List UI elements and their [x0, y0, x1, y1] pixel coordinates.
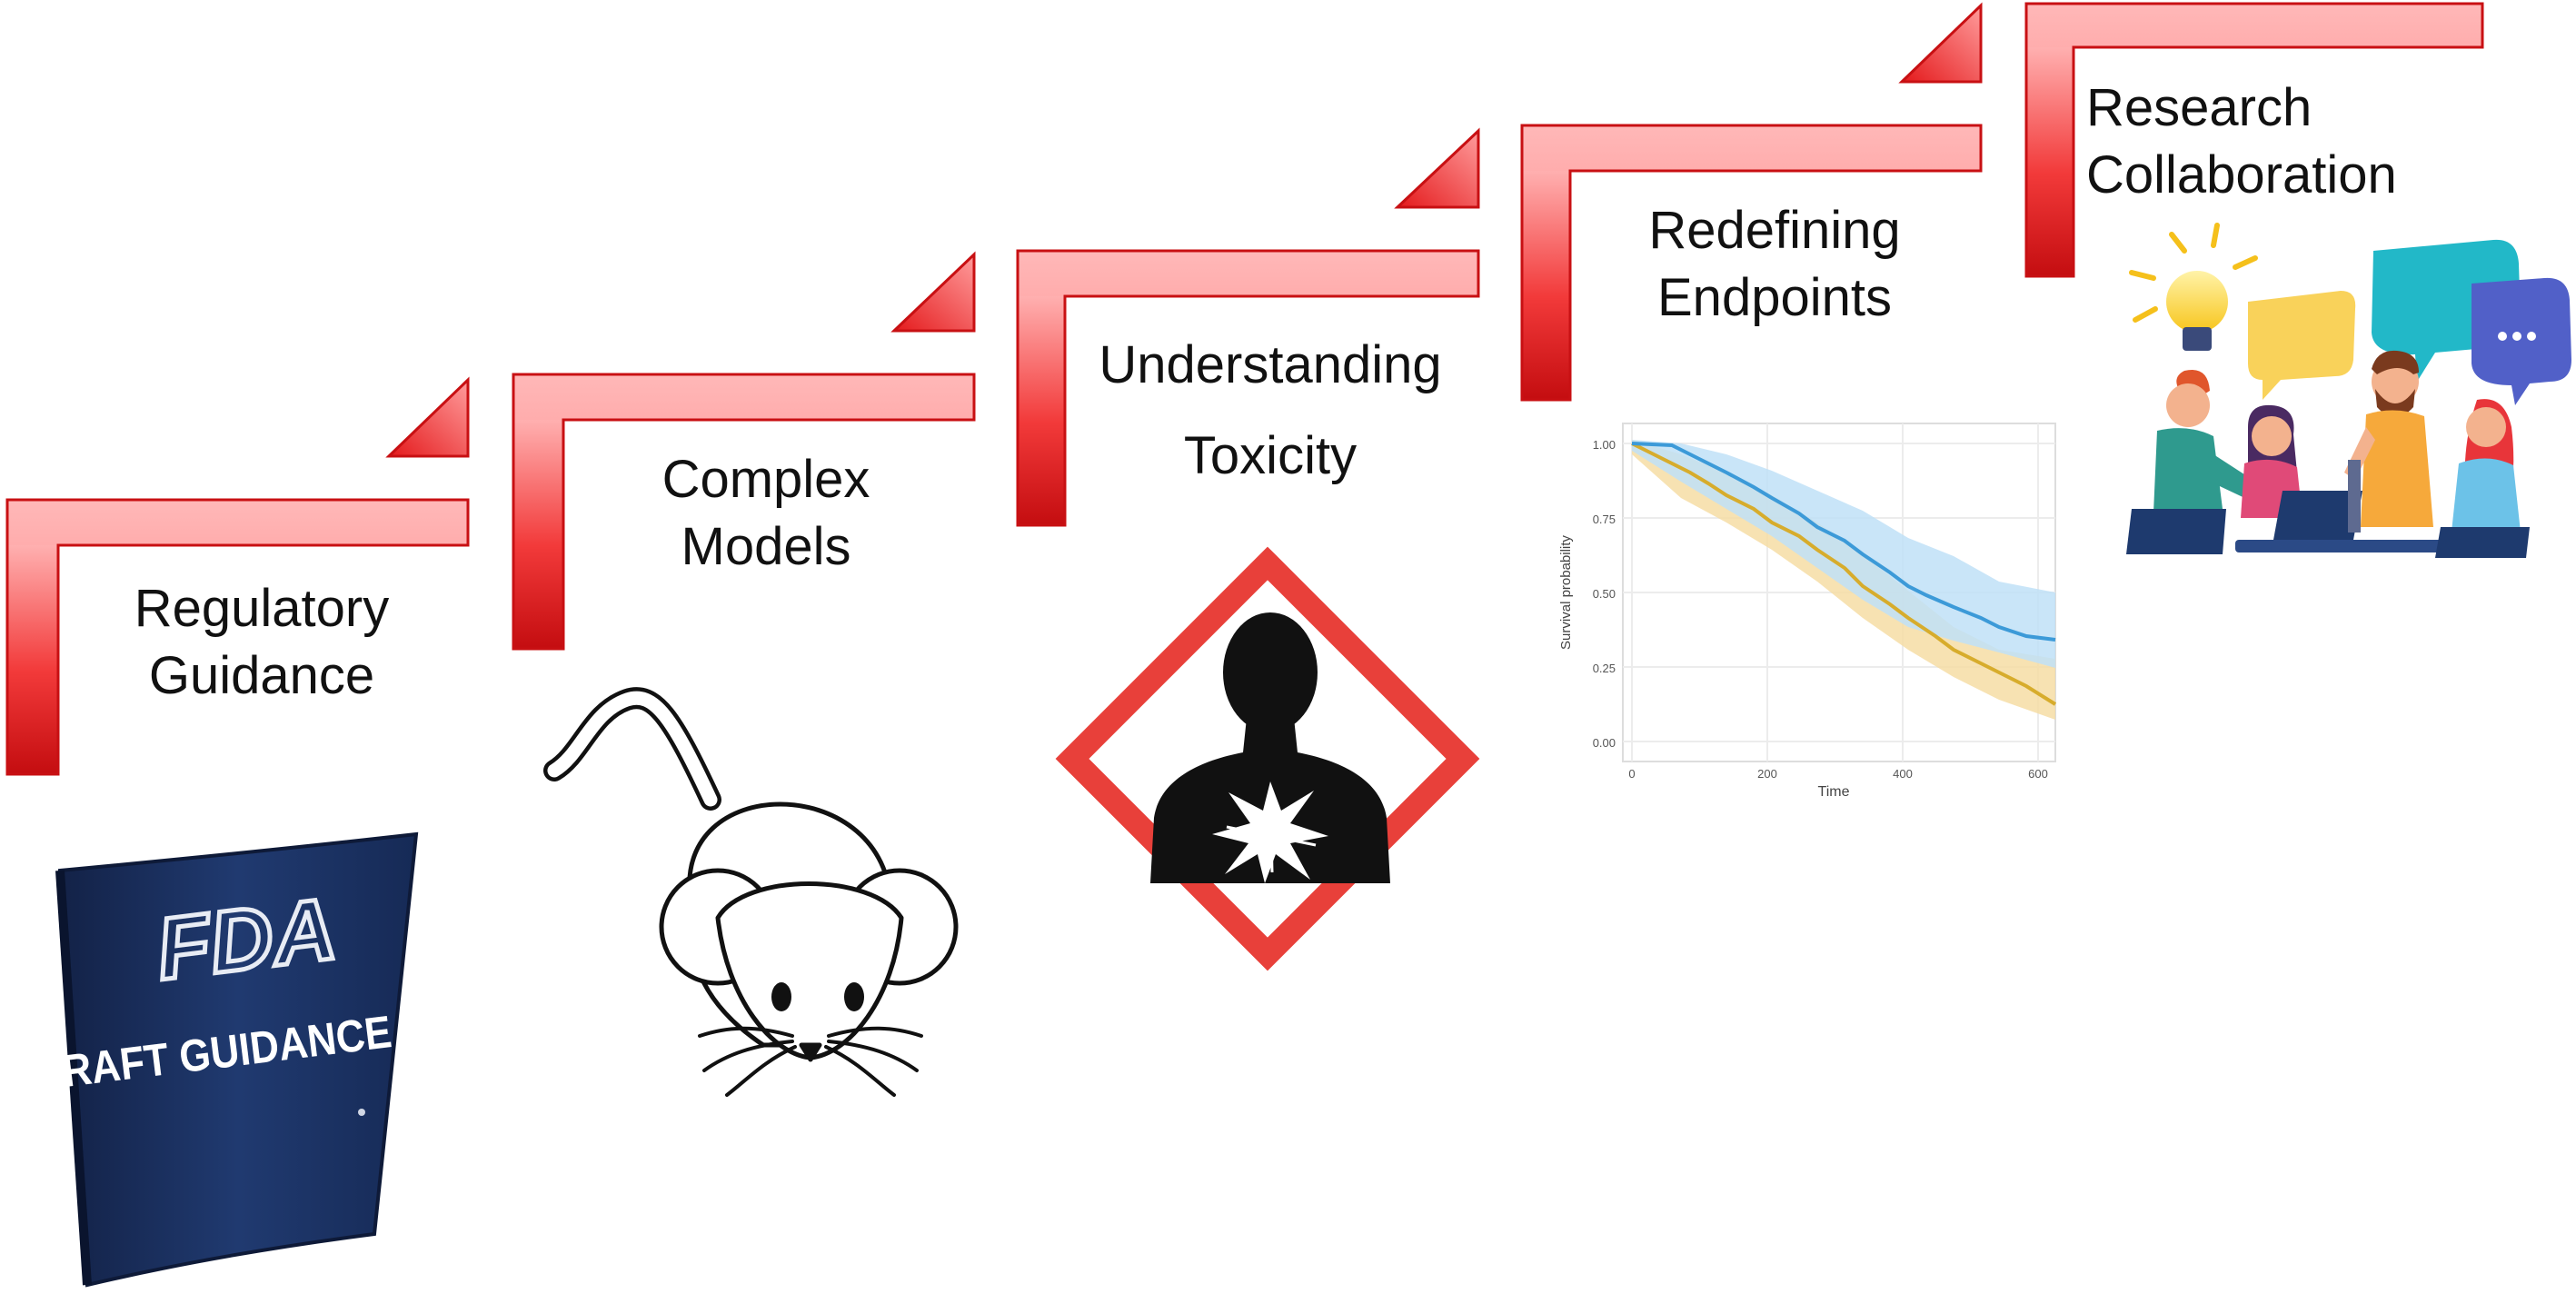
- step-label-redefining-endpoints: Redefining Endpoints: [1547, 197, 2002, 332]
- y-tick-1: 1.00: [1593, 438, 1616, 452]
- step-3-line-1: Understanding: [1099, 335, 1442, 394]
- fda-logo: FDA: [152, 881, 342, 999]
- step-label-complex-models: Complex Models: [539, 446, 993, 581]
- step-2-bracket: [512, 251, 976, 651]
- mouse-icon: [543, 687, 959, 1097]
- step-5-line-1: Research: [2086, 78, 2312, 137]
- step-4-bracket: [1520, 2, 1983, 402]
- step-label-research-collaboration: Research Collaboration: [2086, 75, 2468, 209]
- lightbulb-icon: [2129, 223, 2258, 351]
- y-tick-050: 0.50: [1593, 587, 1616, 601]
- step-1-line-2: Guidance: [148, 646, 375, 705]
- y-tick-075: 0.75: [1593, 513, 1616, 526]
- survival-chart: 1.00 0.75 0.50 0.25 0.00 0 200 400 600 T…: [1558, 423, 2057, 800]
- step-3-line-2: Toxicity: [1183, 426, 1358, 485]
- collaboration-icon: [2126, 223, 2571, 558]
- step-4-line-2: Endpoints: [1657, 268, 1892, 327]
- x-tick-200: 200: [1757, 767, 1777, 781]
- step-label-understanding-toxicity: Understanding Toxicity: [1043, 320, 1497, 502]
- y-tick-025: 0.25: [1593, 662, 1616, 675]
- y-tick-0: 0.00: [1593, 736, 1616, 750]
- fda-book-icon: FDA DRAFT GUIDANCE: [31, 831, 419, 1288]
- step-2-line-2: Models: [681, 517, 851, 576]
- step-1-bracket: [5, 376, 470, 776]
- x-axis-label: Time: [1818, 784, 1850, 800]
- x-tick-600: 600: [2028, 767, 2048, 781]
- step-5-line-2: Collaboration: [2086, 145, 2397, 204]
- step-4-line-1: Redefining: [1648, 201, 1901, 260]
- step-label-regulatory-guidance: Regulatory Guidance: [35, 575, 489, 710]
- y-axis-label: Survival probability: [1558, 535, 1574, 650]
- step-3-bracket: [1016, 127, 1480, 527]
- x-tick-400: 400: [1893, 767, 1913, 781]
- step-2-line-1: Complex: [661, 450, 870, 509]
- step-1-line-1: Regulatory: [134, 579, 390, 638]
- health-hazard-icon: [1055, 546, 1480, 971]
- step-5-bracket: [2024, 2, 2484, 278]
- x-tick-0: 0: [1628, 767, 1635, 781]
